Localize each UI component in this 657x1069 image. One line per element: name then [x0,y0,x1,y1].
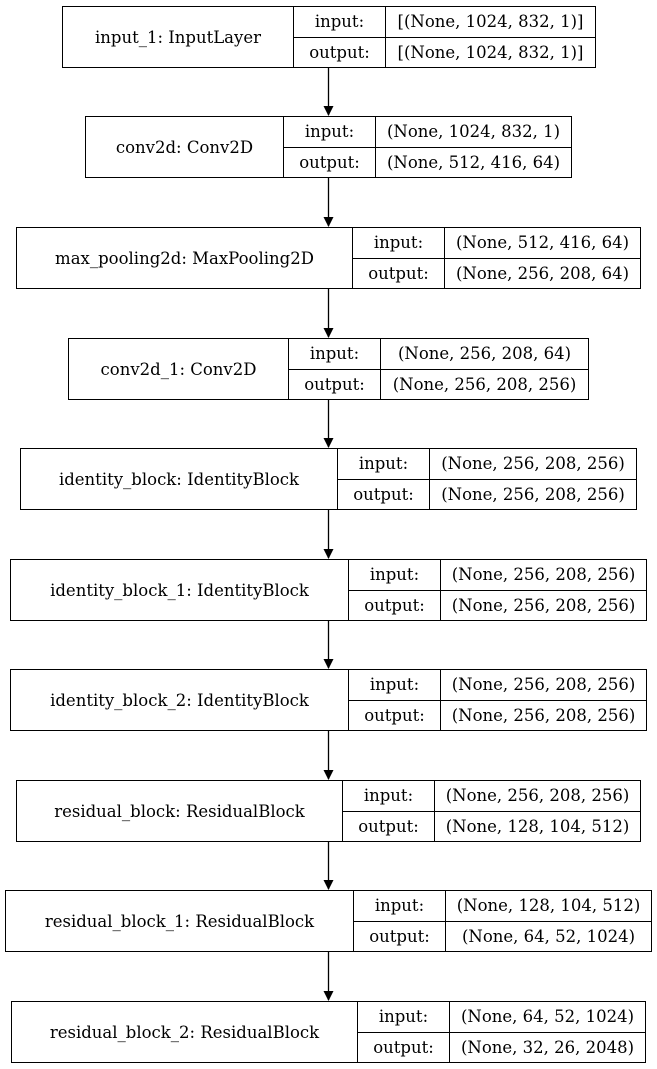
layer-node: conv2d: Conv2D input: output: (None, 102… [85,116,572,178]
layer-node: residual_block_1: ResidualBlock input: o… [5,890,652,952]
io-values: (None, 256, 208, 256) (None, 128, 104, 5… [435,781,640,841]
layer-node: identity_block: IdentityBlock input: out… [20,448,637,510]
output-label: output: [369,926,430,946]
input-shape: (None, 256, 208, 256) [441,670,646,701]
output-label: output: [364,595,425,615]
io-values: (None, 256, 208, 64) (None, 256, 208, 25… [381,339,588,399]
output-shape: (None, 32, 26, 2048) [460,1037,635,1057]
input-label: input: [289,339,380,370]
input-label: input: [349,670,440,701]
output-label: output: [373,1037,434,1057]
input-label: input: [343,781,434,812]
input-shape: (None, 512, 416, 64) [445,228,640,259]
input-shape: (None, 128, 104, 512) [446,891,651,922]
io-values: (None, 256, 208, 256) (None, 256, 208, 2… [441,560,646,620]
io-values: (None, 128, 104, 512) (None, 64, 52, 102… [446,891,651,951]
input-shape: (None, 256, 208, 256) [430,449,636,480]
output-label: output: [364,705,425,725]
layer-name: input_1: InputLayer [63,7,294,67]
io-labels: input: output: [353,228,445,288]
layer-name: conv2d_1: Conv2D [69,339,289,399]
layer-node: max_pooling2d: MaxPooling2D input: outpu… [16,227,641,289]
output-shape: (None, 512, 416, 64) [386,152,561,172]
input-label: input: [338,449,429,480]
output-label: output: [353,484,414,504]
output-shape: (None, 256, 208, 256) [441,484,625,504]
output-shape: (None, 256, 208, 64) [455,263,630,283]
io-labels: input: output: [349,560,441,620]
input-shape: (None, 256, 208, 256) [441,560,646,591]
layer-name: residual_block_2: ResidualBlock [12,1002,358,1062]
input-label: input: [358,1002,449,1033]
layer-name: identity_block_1: IdentityBlock [11,560,349,620]
io-labels: input: output: [284,117,376,177]
io-values: (None, 256, 208, 256) (None, 256, 208, 2… [441,670,646,730]
layer-node: identity_block_1: IdentityBlock input: o… [10,559,647,621]
layer-node: input_1: InputLayer input: output: [(Non… [62,6,596,68]
io-values: (None, 1024, 832, 1) (None, 512, 416, 64… [376,117,571,177]
layer-node: residual_block_2: ResidualBlock input: o… [11,1001,646,1063]
layer-name: conv2d: Conv2D [86,117,284,177]
output-shape: (None, 256, 208, 256) [451,705,636,725]
output-label: output: [309,42,370,62]
input-shape: (None, 1024, 832, 1) [376,117,571,148]
layer-node: identity_block_2: IdentityBlock input: o… [10,669,647,731]
layer-name: identity_block_2: IdentityBlock [11,670,349,730]
layer-name: max_pooling2d: MaxPooling2D [17,228,353,288]
output-shape: (None, 256, 208, 256) [451,595,636,615]
output-label: output: [304,374,365,394]
output-label: output: [299,152,360,172]
io-values: (None, 64, 52, 1024) (None, 32, 26, 2048… [450,1002,645,1062]
input-label: input: [284,117,375,148]
layer-name: residual_block: ResidualBlock [17,781,343,841]
output-label: output: [368,263,429,283]
io-values: [(None, 1024, 832, 1)] [(None, 1024, 832… [386,7,595,67]
io-labels: input: output: [343,781,435,841]
input-label: input: [353,228,444,259]
output-shape: (None, 128, 104, 512) [445,816,630,836]
layer-node: conv2d_1: Conv2D input: output: (None, 2… [68,338,589,400]
io-labels: input: output: [358,1002,450,1062]
input-shape: (None, 256, 208, 64) [381,339,588,370]
output-shape: [(None, 1024, 832, 1)] [397,42,584,62]
layer-name: identity_block: IdentityBlock [21,449,338,509]
io-labels: input: output: [294,7,386,67]
io-labels: input: output: [289,339,381,399]
io-labels: input: output: [354,891,446,951]
layer-name: residual_block_1: ResidualBlock [6,891,354,951]
input-label: input: [354,891,445,922]
output-shape: (None, 64, 52, 1024) [461,926,636,946]
io-labels: input: output: [338,449,430,509]
input-label: input: [294,7,385,38]
output-label: output: [358,816,419,836]
input-label: input: [349,560,440,591]
input-shape: (None, 256, 208, 256) [435,781,640,812]
io-values: (None, 256, 208, 256) (None, 256, 208, 2… [430,449,636,509]
layer-node: residual_block: ResidualBlock input: out… [16,780,641,842]
io-values: (None, 512, 416, 64) (None, 256, 208, 64… [445,228,640,288]
input-shape: (None, 64, 52, 1024) [450,1002,645,1033]
input-shape: [(None, 1024, 832, 1)] [386,7,595,38]
io-labels: input: output: [349,670,441,730]
output-shape: (None, 256, 208, 256) [392,374,577,394]
